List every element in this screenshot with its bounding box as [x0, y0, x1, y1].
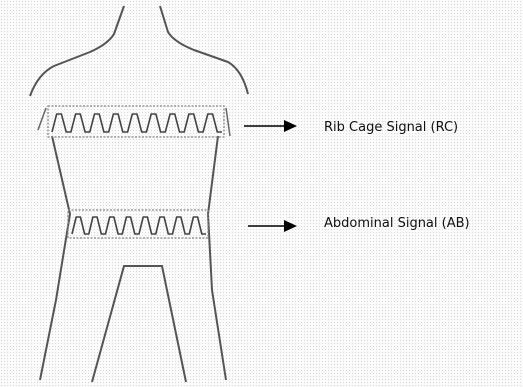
- abdominal-signal-label: Abdominal Signal (AB): [324, 216, 470, 231]
- inner-leg-outline: [92, 266, 186, 382]
- torso-left-outline: [40, 136, 70, 380]
- abdominal-coil: [72, 217, 206, 234]
- abdominal-arrow: [248, 220, 297, 232]
- abdominal-band: [68, 210, 208, 238]
- left-shoulder-outline: [30, 6, 124, 96]
- right-shoulder-outline: [160, 6, 248, 94]
- rib-cage-band: [38, 106, 230, 137]
- torso-right-outline: [208, 136, 226, 380]
- rib-cage-signal-label: Rib Cage Signal (RC): [324, 120, 458, 135]
- rib-cage-band-right-edge: [226, 108, 230, 136]
- rib-cage-band-left-edge: [38, 108, 46, 130]
- rib-cage-arrow: [244, 120, 297, 132]
- rib-cage-coil: [52, 114, 222, 132]
